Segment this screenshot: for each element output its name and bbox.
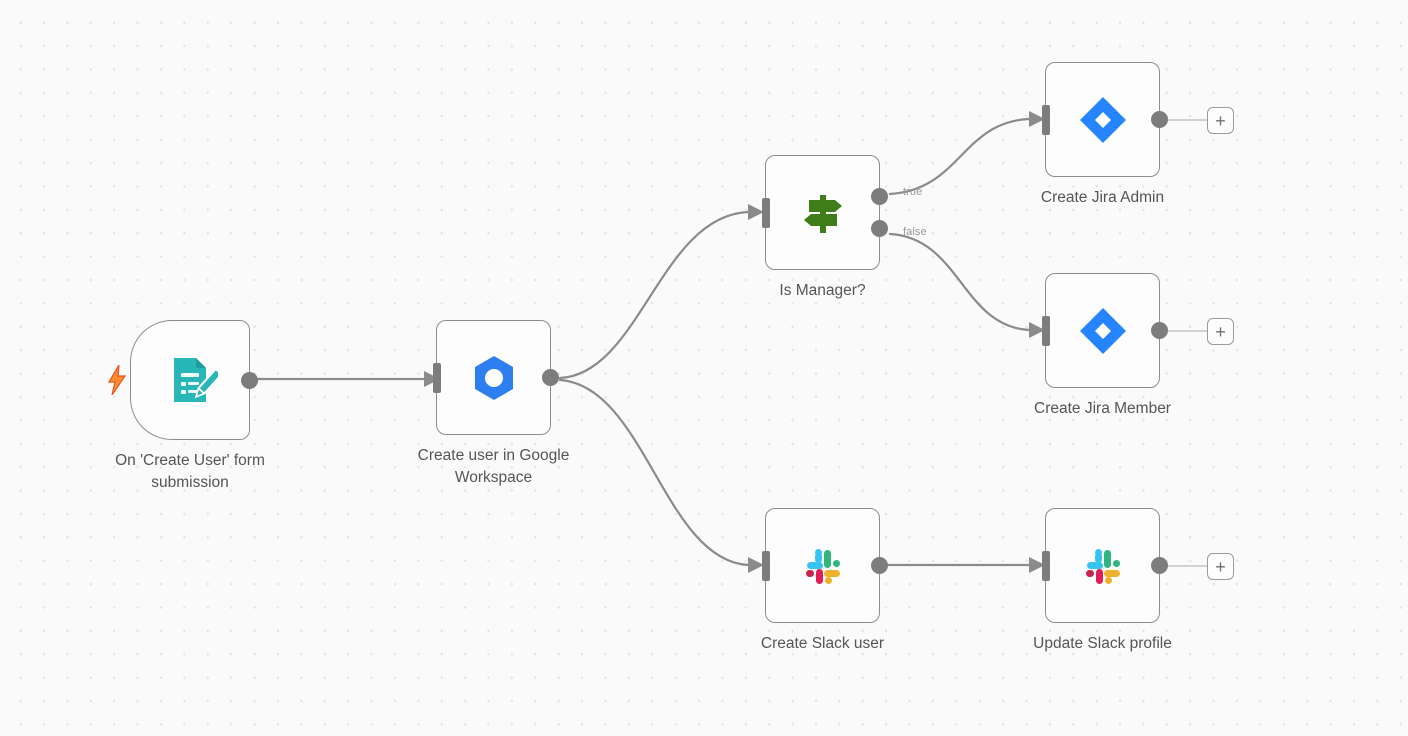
- google-workspace-hexagon-icon: [474, 355, 513, 400]
- node-label-trigger-form: On 'Create User' form submission: [115, 452, 265, 491]
- add-node-button-slack-update[interactable]: +: [1207, 553, 1234, 580]
- switch-signpost-icon: [803, 194, 842, 233]
- node-google-workspace[interactable]: Create user in Google Workspace: [418, 320, 569, 486]
- jira-diamond-icon: [1079, 307, 1126, 354]
- node-create-jira-admin[interactable]: Create Jira Admin: [1041, 62, 1168, 206]
- output-port-false[interactable]: [870, 219, 888, 237]
- output-port-trigger[interactable]: [240, 371, 258, 389]
- input-port-google[interactable]: [433, 362, 441, 393]
- lightning-bolt-icon: [107, 365, 127, 395]
- input-port-slack-update[interactable]: [1042, 550, 1050, 581]
- node-trigger-form[interactable]: On 'Create User' form submission: [107, 320, 265, 491]
- edge-label-false: false: [903, 226, 927, 238]
- node-label-is-manager: Is Manager?: [779, 282, 866, 299]
- node-label-create-slack-user: Create Slack user: [760, 635, 885, 652]
- node-label-google-workspace: Create user in Google Workspace: [417, 447, 570, 486]
- node-is-manager[interactable]: Is Manager?: [762, 155, 888, 299]
- input-port-is-manager[interactable]: [762, 197, 770, 228]
- node-label-update-slack-profile: Update Slack profile: [1033, 635, 1172, 652]
- edge-label-true: true: [903, 186, 923, 198]
- input-port-slack-user[interactable]: [762, 550, 770, 581]
- jira-diamond-icon: [1079, 96, 1126, 143]
- form-document-pencil-icon: [174, 358, 218, 402]
- node-label-create-jira-member: Create Jira Member: [1034, 400, 1171, 417]
- slack-pinwheel-icon: [805, 548, 840, 584]
- input-port-jira-admin[interactable]: [1042, 104, 1050, 135]
- input-port-jira-member[interactable]: [1042, 315, 1050, 346]
- output-port-jira-member[interactable]: [1150, 322, 1168, 339]
- output-port-true[interactable]: [870, 188, 888, 206]
- slack-pinwheel-icon: [1085, 548, 1120, 584]
- output-port-google[interactable]: [541, 369, 559, 386]
- node-update-slack-profile[interactable]: Update Slack profile: [1033, 508, 1172, 652]
- add-node-button-jira-member[interactable]: +: [1207, 318, 1234, 345]
- node-create-jira-member[interactable]: Create Jira Member: [1034, 273, 1171, 417]
- output-port-slack-user[interactable]: [870, 557, 888, 574]
- node-create-slack-user[interactable]: Create Slack user: [761, 508, 888, 652]
- node-label-create-jira-admin: Create Jira Admin: [1040, 189, 1165, 206]
- output-port-slack-update[interactable]: [1150, 557, 1168, 574]
- output-port-jira-admin[interactable]: [1150, 111, 1168, 128]
- add-node-button-jira-admin[interactable]: +: [1207, 107, 1234, 134]
- edge-true-to-jira-admin: [888, 117, 1031, 196]
